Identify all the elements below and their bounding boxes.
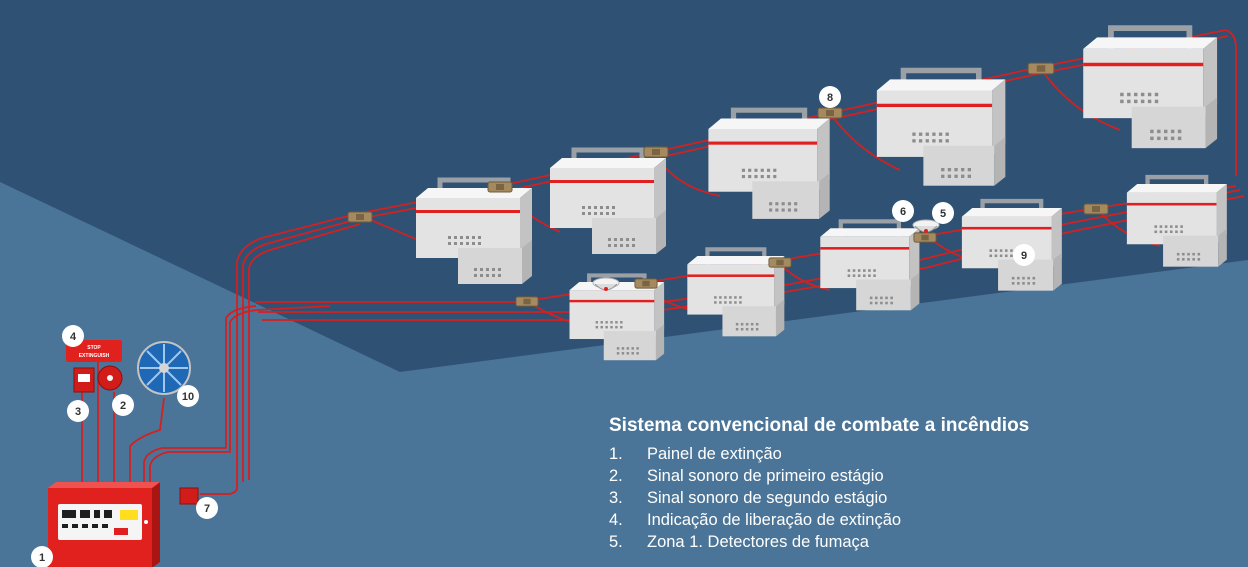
legend-item: 3. Sinal sonoro de segundo estágio [609,487,1229,509]
callout-7: 7 [196,497,218,519]
legend-item-label: Painel de extinção [647,445,782,463]
junction-box [817,107,843,119]
callout-2-label: 2 [120,400,126,412]
legend-item-number: 3. [609,489,623,507]
junction-box [1027,62,1055,75]
callout-6: 6 [892,200,914,222]
callout-8: 8 [819,86,841,108]
junction-box [643,146,669,158]
callout-4: 4 [62,325,84,347]
sign-line-2: EXTINGUISH [79,353,110,359]
callout-3: 3 [67,400,89,422]
callout-3-label: 3 [75,406,81,418]
legend-item-label: Zona 1. Detectores de fumaça [647,533,869,551]
junction-box [634,278,658,289]
callout-7-label: 7 [204,503,210,515]
legend-item: 5. Zona 1. Detectores de fumaça [609,531,1229,553]
legend-item-number: 4. [609,511,623,529]
callout-1-label: 1 [39,552,45,564]
first-stage-bell-icon [97,365,123,391]
callout-9: 9 [1013,244,1035,266]
legend-item: 1. Painel de extinção [609,443,1229,465]
legend-item-number: 2. [609,467,623,485]
callout-6-label: 6 [900,206,906,218]
junction-box [347,211,373,223]
legend: Sistema convencional de combate a incênd… [609,414,1229,553]
callout-4-label: 4 [70,331,77,343]
callout-5-label: 5 [940,208,946,220]
callout-1: 1 [31,546,53,567]
junction-box [768,257,792,268]
callout-5: 5 [932,202,954,224]
callout-8-label: 8 [827,92,833,104]
callout-2: 2 [112,394,134,416]
callout-9-label: 9 [1021,250,1027,262]
legend-title: Sistema convencional de combate a incênd… [609,415,1030,436]
extinction-release-sign: STOP EXTINGUISH [66,340,122,362]
legend-item-number: 1. [609,445,623,463]
manual-call-point [179,487,199,505]
legend-item-label: Sinal sonoro de primeiro estágio [647,467,884,485]
legend-item: 2. Sinal sonoro de primeiro estágio [609,465,1229,487]
callout-10: 10 [177,385,199,407]
fan-icon [137,341,191,395]
junction-box [515,296,539,307]
extinguishing-control-panel [48,482,160,567]
callout-10-label: 10 [182,391,194,403]
legend-item: 4. Indicação de liberação de extinção [609,509,1229,531]
legend-item-label: Sinal sonoro de segundo estágio [647,489,888,507]
second-stage-sounder [73,367,95,393]
junction-box [487,181,513,193]
legend-list: 1. Painel de extinção 2. Sinal sonoro de p… [609,443,1229,553]
legend-item-label: Indicação de liberação de extinção [647,511,902,529]
legend-item-number: 5. [609,533,623,551]
sign-line-1: STOP [87,345,101,351]
junction-box [913,232,937,243]
junction-box [1083,203,1109,215]
